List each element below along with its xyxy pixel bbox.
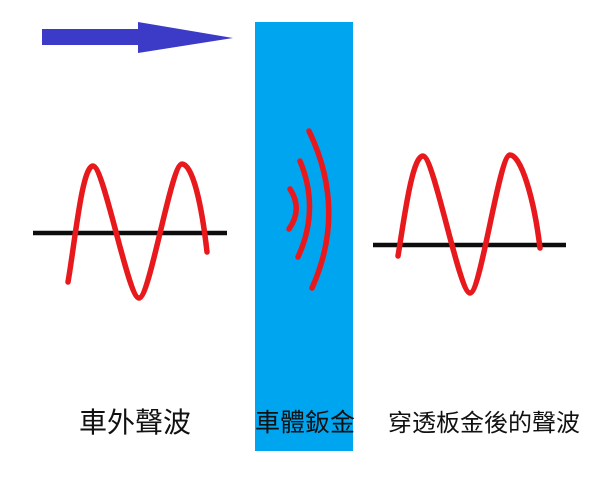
vibration-arc-large-icon [306, 128, 332, 291]
transmitted-wave-curve [395, 152, 543, 296]
right-arrow-icon [42, 22, 233, 53]
panel-label: 車體鈑金 [255, 409, 356, 437]
outside-wave-label: 車外聲波 [78, 407, 191, 438]
vibration-arc-small-icon [286, 186, 299, 232]
vibration-arc-medium-icon [295, 158, 313, 260]
transmitted-wave-label: 穿透板金後的聲波 [388, 410, 580, 437]
outside-wave-curve [65, 161, 210, 301]
